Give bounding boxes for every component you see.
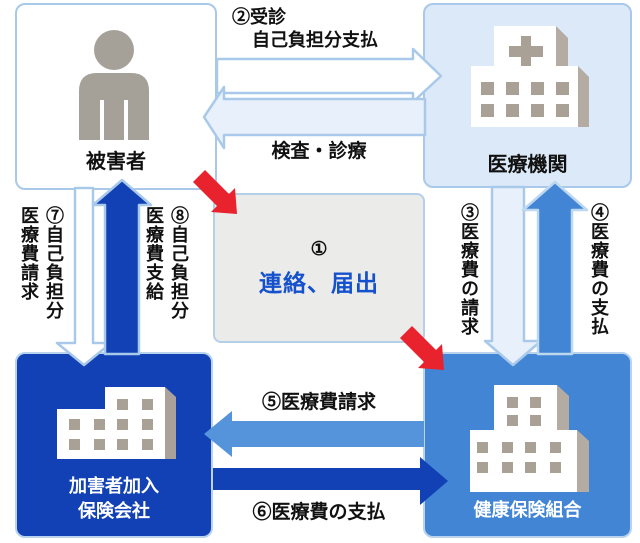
node-report: ① 連絡、届出 (213, 193, 425, 343)
arrow-step5-left (204, 411, 424, 457)
office-building-icon (470, 385, 589, 492)
health-insurance-label: 健康保険組合 (473, 500, 582, 520)
arrow-step2-right (215, 47, 443, 104)
node-victim: 被害者 (15, 3, 217, 190)
arrow-step6-right (213, 457, 448, 505)
arrow-step8-up (91, 178, 153, 356)
red-arrow-victim-to-report (193, 170, 237, 214)
flow-label-exam: 検査・診療 (271, 141, 367, 162)
arrow-step3-down (483, 185, 543, 367)
red-arrow-report-to-health-insurance (400, 326, 444, 370)
flow-label-step4: ④医療費の支払 (589, 203, 609, 336)
hospital-icon (471, 26, 589, 127)
flow-label-step5: ⑤医療費請求 (261, 392, 376, 413)
node-health-insurance: 健康保険組合 (423, 352, 632, 538)
flow-label-step2-line1: ②受診 (232, 7, 286, 27)
insurer-label: 加害者加入 保険会社 (17, 474, 211, 524)
person-icon (79, 30, 149, 140)
arrow-exam-left (202, 85, 427, 150)
medical-institution-label: 医療機関 (487, 154, 568, 176)
insurer-label-line2: 保険会社 (78, 501, 150, 521)
flow-label-step6: ⑥医療費の支払 (252, 502, 386, 523)
report-number: ① (310, 239, 328, 260)
flow-label-step3: ③医療費の請求 (459, 203, 479, 336)
arrow-step4-up (521, 180, 589, 356)
node-medical-institution: 医療機関 (423, 3, 632, 188)
report-label: 連絡、届出 (259, 270, 379, 296)
flow-label-step2: ②受診 自己負担分支払 (232, 6, 378, 52)
flow-label-step2-line2: 自己負担分支払 (252, 30, 378, 50)
office-building-icon (57, 387, 176, 459)
victim-label: 被害者 (86, 151, 146, 173)
arrow-step7-down (55, 186, 113, 367)
node-insurer: 加害者加入 保険会社 (15, 352, 213, 538)
flow-label-step8: ⑧自己負担分 医療費支給 (144, 206, 189, 320)
insurer-label-line1: 加害者加入 (69, 476, 159, 496)
flow-label-step7: ⑦自己負担分 医療費請求 (19, 206, 64, 320)
